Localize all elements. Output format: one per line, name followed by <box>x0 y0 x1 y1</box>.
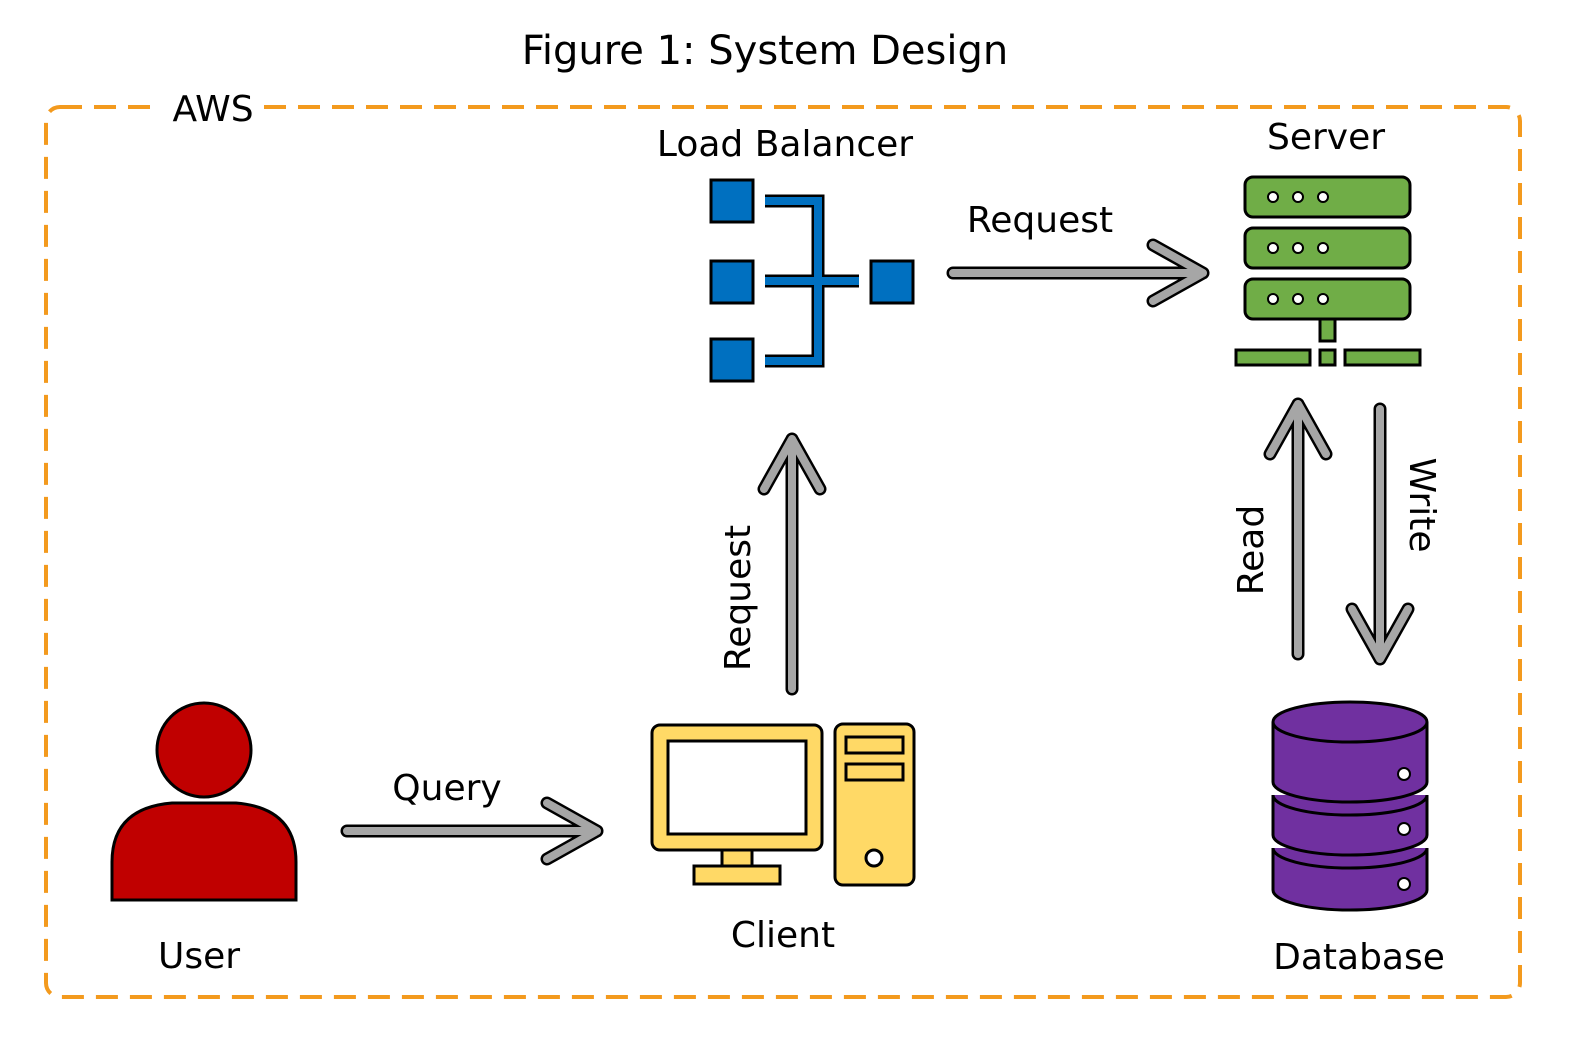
read-label: Read <box>1231 505 1272 595</box>
load-balancer-icon <box>709 178 915 383</box>
write-label: Write <box>1401 457 1442 552</box>
query-label: Query <box>392 768 501 809</box>
load-balancer-node: Load Balancer <box>657 124 915 383</box>
server-node: Server <box>1234 117 1422 367</box>
server-icon <box>1234 175 1422 367</box>
client-label: Client <box>731 915 835 956</box>
computer-icon <box>650 722 916 887</box>
client-request-arrow: Request <box>718 432 827 696</box>
diagram-title: Figure 1: System Design <box>522 28 1008 74</box>
database-icon <box>1271 700 1429 912</box>
load-balancer-label: Load Balancer <box>657 124 913 165</box>
database-label: Database <box>1273 937 1445 978</box>
aws-group-label: AWS <box>172 89 253 130</box>
write-arrow: Write <box>1345 402 1442 666</box>
user-node: User <box>110 701 298 977</box>
lb-request-arrow: Request <box>946 200 1210 308</box>
server-label: Server <box>1267 117 1385 158</box>
read-arrow: Read <box>1231 397 1333 661</box>
query-arrow: Query <box>340 768 604 866</box>
user-label: User <box>158 936 240 977</box>
user-icon <box>110 701 298 902</box>
client-request-label: Request <box>718 525 759 671</box>
database-node: Database <box>1271 700 1445 978</box>
lb-request-label: Request <box>967 200 1113 241</box>
client-node: Client <box>650 722 916 956</box>
aws-group-boundary <box>44 105 1522 999</box>
